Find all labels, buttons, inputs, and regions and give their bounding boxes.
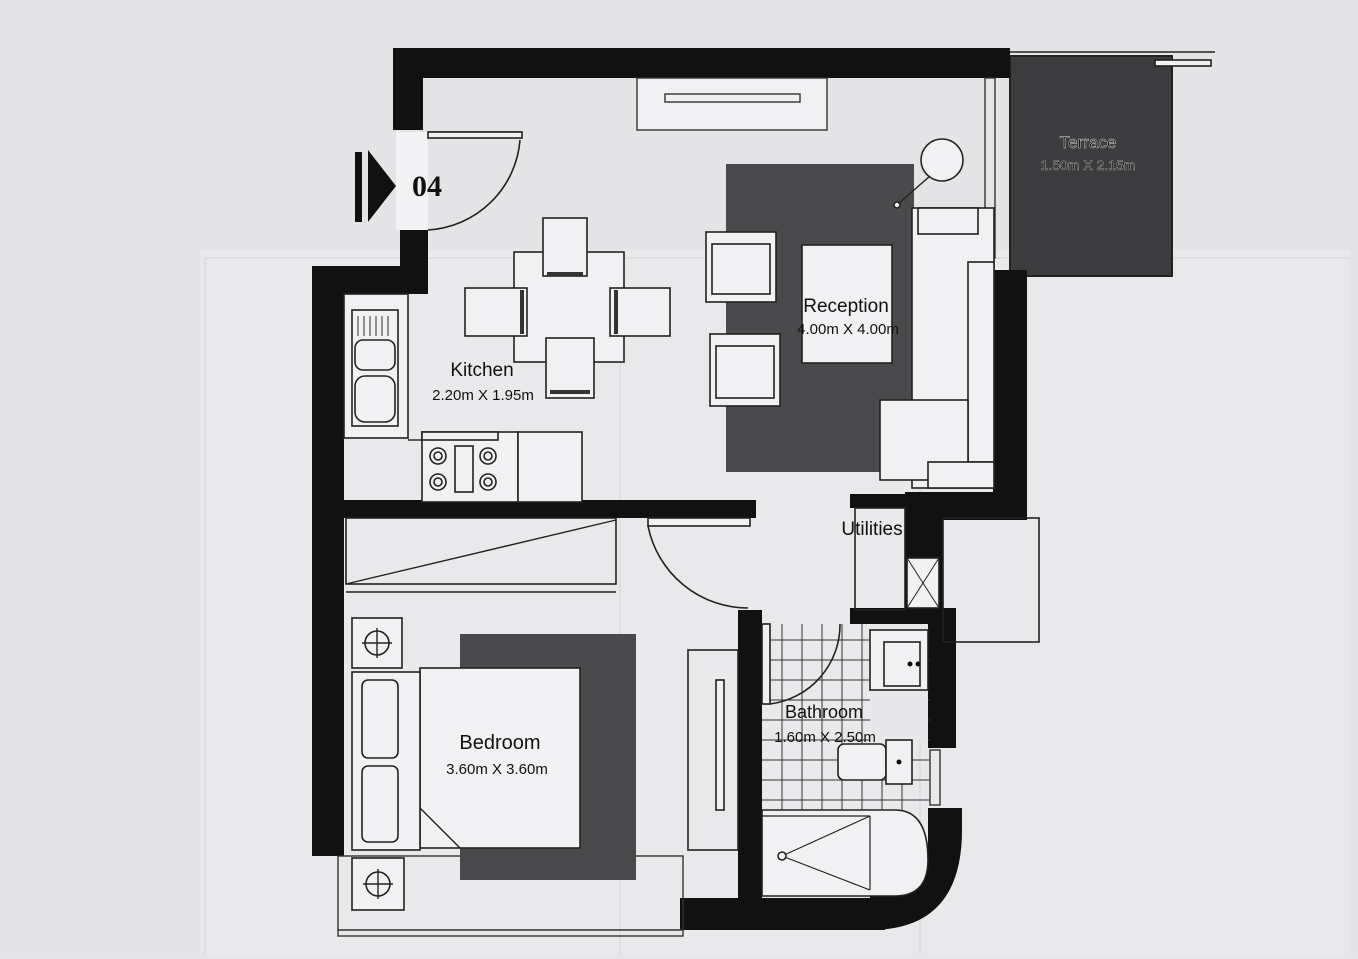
kitchen-sink-bowl <box>354 339 396 371</box>
reception-size: 4.00m X 4.00m <box>797 321 899 338</box>
bedroom-size: 3.60m X 3.60m <box>446 761 548 778</box>
terrace <box>1005 51 1215 277</box>
terrace-label: Terrace <box>1060 133 1117 152</box>
terrace-floor <box>1010 56 1172 276</box>
coffee-table <box>801 244 893 364</box>
bedroom-furniture <box>345 517 751 911</box>
bathroom-fixtures <box>761 623 930 897</box>
kitchen-sink-bowl <box>354 375 396 423</box>
shower-drain-icon <box>777 851 787 861</box>
unit-number: 04 <box>412 170 442 203</box>
utilities-label: Utilities <box>841 519 902 540</box>
entry-arrow-bar <box>355 152 362 222</box>
bathroom-size: 1.60m X 2.50m <box>774 729 876 746</box>
dining-chair <box>609 287 671 337</box>
bed <box>419 667 581 849</box>
kitchen-label: Kitchen <box>450 360 513 381</box>
utilities-area <box>854 507 1040 643</box>
reception-furniture <box>705 138 995 489</box>
dining-chair <box>542 217 588 277</box>
kitchen-size: 2.20m X 1.95m <box>432 387 534 404</box>
entrance <box>355 131 523 231</box>
reception-label: Reception <box>803 296 889 317</box>
entry-arrow-icon <box>368 150 396 222</box>
windows <box>337 77 996 937</box>
dining-set <box>464 217 671 399</box>
dining-chair <box>464 287 528 337</box>
kitchen-fridge <box>517 431 583 503</box>
kitchen-fixtures <box>343 293 583 503</box>
toilet <box>837 743 887 781</box>
terrace-size: 1.50m X 2.15m <box>1041 157 1136 173</box>
bathroom-label: Bathroom <box>785 702 863 722</box>
shower-tray <box>761 809 929 897</box>
dining-chair <box>545 337 595 399</box>
lamp-icon <box>920 138 964 182</box>
bedroom-label: Bedroom <box>459 732 540 754</box>
